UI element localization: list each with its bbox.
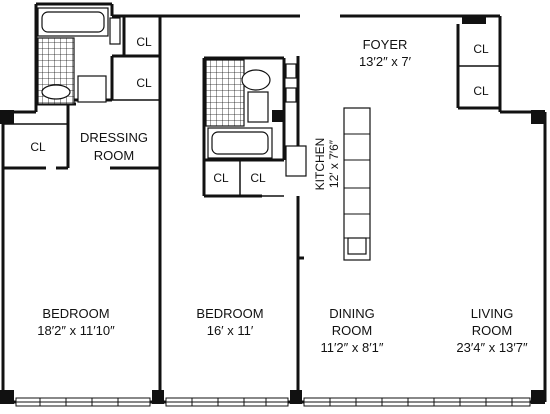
bedroom-2-name: BEDROOM (196, 306, 263, 321)
foyer-name: FOYER (363, 37, 408, 52)
living-room-line2: ROOM (472, 323, 512, 338)
bedroom-1-name: BEDROOM (42, 306, 109, 321)
bathroom-1 (37, 7, 121, 105)
closet-label-dressing: CL (136, 76, 152, 90)
windows (15, 397, 531, 407)
bedroom-2-size: 16′ x 11′ (207, 323, 254, 338)
dressing-room-line2: ROOM (94, 148, 134, 163)
dressing-room-line1: DRESSING (80, 130, 148, 145)
kitchen-name: KITCHEN (313, 138, 327, 191)
dining-room-line1: DINING (329, 306, 375, 321)
closet-label-bath-right: CL (250, 171, 266, 185)
foyer-size: 13′2″ x 7′ (359, 54, 412, 69)
structural-columns (0, 16, 545, 404)
kitchen-counter (343, 107, 371, 261)
closet-label-top: CL (136, 35, 152, 49)
kitchen-size: 12′ x 7′6″ (327, 139, 341, 188)
closet-label-left: CL (30, 140, 46, 154)
bedroom-1-size: 18′2″ x 11′10″ (37, 323, 115, 338)
bathroom-2 (205, 59, 307, 177)
closet-label-foyer-top: CL (473, 42, 489, 56)
living-room-line1: LIVING (471, 306, 514, 321)
dining-room-size: 11′2″ x 8′1″ (321, 340, 384, 355)
closet-label-bath-left: CL (213, 171, 229, 185)
living-room-size: 23′4″ x 13′7″ (456, 340, 528, 355)
closet-label-foyer-bottom: CL (473, 84, 489, 98)
dining-room-line2: ROOM (332, 323, 372, 338)
interior-walls (3, 16, 500, 402)
